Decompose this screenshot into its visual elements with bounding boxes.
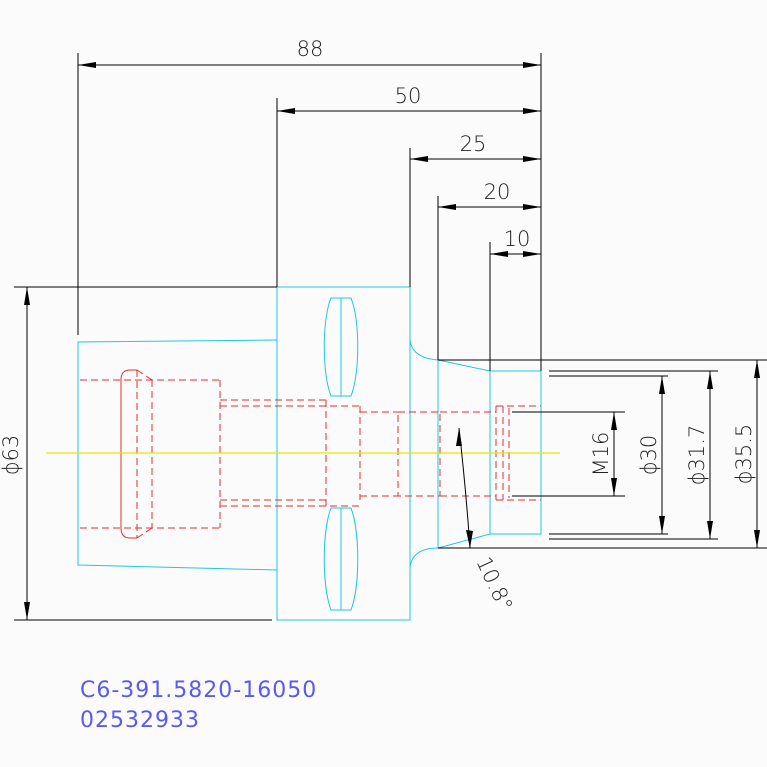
shank-outline — [77, 339, 278, 571]
dim-phi31-7-label: ϕ31.7 — [685, 425, 709, 486]
dim-88-label: 88 — [297, 37, 324, 61]
part-number: 02532933 — [80, 708, 200, 733]
dimension-lines — [14, 53, 767, 621]
dim-20-label: 20 — [484, 180, 511, 204]
dim-phi35-5-label: ϕ35.5 — [732, 424, 756, 485]
hidden-features — [80, 369, 541, 539]
lower-fillet — [409, 547, 439, 569]
dim-50-label: 50 — [395, 84, 422, 108]
dim-phi63-label: ϕ63 — [0, 435, 23, 476]
upper-fillet — [409, 339, 439, 361]
dim-25-label: 25 — [460, 132, 487, 156]
part-code: C6-391.5820-16050 — [80, 678, 317, 703]
lower-groove — [323, 507, 359, 611]
dim-m16-label: M16 — [589, 432, 613, 477]
undercut-groove — [120, 369, 137, 539]
upper-groove — [323, 297, 359, 397]
dim-phi30-label: ϕ30 — [637, 435, 661, 476]
dim-10-label: 10 — [504, 227, 531, 251]
part-labels: C6-391.5820-16050 02532933 — [80, 678, 317, 733]
taper-angle-label: 10.8° — [471, 553, 517, 615]
